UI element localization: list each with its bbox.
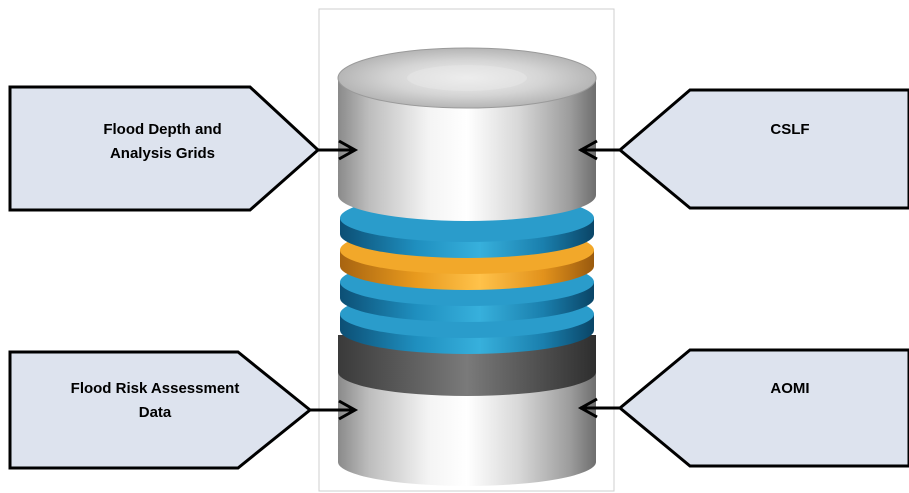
callout-flood-depth (8, 85, 359, 212)
label-flood-depth: Flood Depth and Analysis Grids (103, 121, 222, 162)
callout-cslf (577, 88, 909, 210)
callout-aomi (577, 348, 909, 468)
callout-flood-risk (8, 350, 359, 470)
database-cylinder-icon (337, 47, 597, 486)
label-cslf: CSLF (770, 121, 810, 138)
cylinder-top-section (337, 47, 597, 221)
label-aomi: AOMI (770, 380, 810, 397)
label-flood-risk: Flood Risk Assessment Data (70, 380, 240, 421)
